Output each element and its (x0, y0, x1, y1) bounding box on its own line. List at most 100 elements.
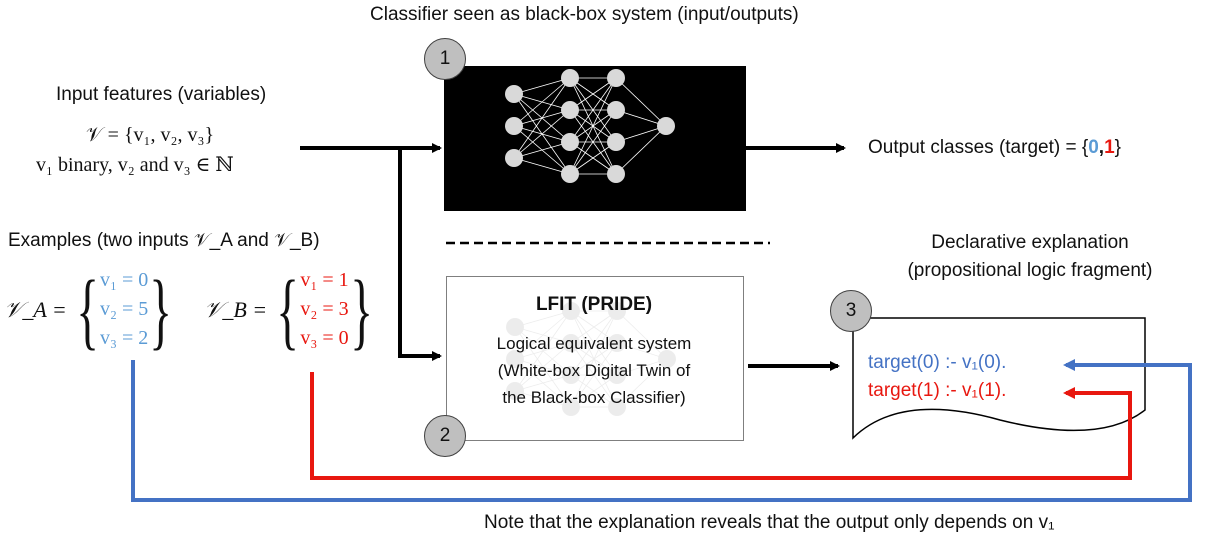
network-edge (615, 125, 667, 175)
example-a: 𝒱_A = { v₁ = 0 v₂ = 5 v₃ = 2 } (4, 266, 182, 353)
faded-network-node (506, 382, 524, 400)
network-edge (569, 77, 617, 111)
network-node (561, 165, 579, 183)
network-node (657, 117, 675, 135)
faded-network-edge (514, 326, 572, 408)
network-edge (513, 157, 571, 175)
faded-network-edge (616, 358, 668, 376)
faded-network-edge (514, 342, 572, 360)
network-edge (569, 109, 617, 175)
faded-network-node (562, 366, 580, 384)
faded-network-edge (514, 342, 572, 392)
network-node (505, 149, 523, 167)
example-b-rows: v₁ = 1 v₂ = 3 v₃ = 0 (300, 269, 349, 349)
blue-feedback-line (131, 359, 1192, 502)
faded-network-node (562, 334, 580, 352)
network-node (607, 133, 625, 151)
faded-network-edge (570, 342, 618, 376)
explanation-document (852, 317, 1146, 440)
input-heading: Input features (variables) (56, 84, 267, 105)
faded-network-edge (570, 310, 618, 408)
faded-network-edge (616, 310, 668, 360)
explanation-heading-1: Declarative explanation (931, 232, 1129, 253)
network-node (561, 101, 579, 119)
network-edge (513, 77, 571, 95)
rule-target-1: target(1) :- v₁(1). (868, 380, 1007, 401)
lfit-title: LFIT (PRIDE) (535, 294, 653, 315)
faded-network-edge (570, 374, 618, 408)
network-edge (513, 77, 571, 127)
network-edge (569, 77, 617, 143)
faded-network-node (658, 350, 676, 368)
faded-network-edge (570, 310, 618, 376)
faded-network-edge (570, 342, 618, 408)
red-feedback-line (310, 372, 1132, 480)
explanation-heading-2: (propositional logic fragment) (907, 260, 1153, 281)
left-brace-b: { (276, 261, 300, 358)
network-node (561, 69, 579, 87)
input-set: 𝒱 = {v₁, v₂, v₃} (86, 124, 215, 146)
faded-network-node (608, 398, 626, 416)
badge-2: 2 (424, 415, 466, 457)
faded-network-edge (514, 310, 572, 392)
faded-network-edge (616, 358, 668, 408)
lfit-line-2: (White-box Digital Twin of (497, 361, 691, 380)
faded-network-node (506, 350, 524, 368)
network-edge (513, 77, 571, 159)
right-brace-a: } (149, 261, 173, 358)
faded-network-edge (570, 310, 618, 376)
faded-network-edge (514, 326, 572, 376)
diagram-title: Classifier seen as black-box system (inp… (370, 4, 799, 25)
network-node (561, 133, 579, 151)
network-node (607, 165, 625, 183)
input-arrows (300, 143, 442, 361)
right-brace-b: } (349, 261, 373, 358)
examples-heading: Examples (two inputs 𝒱_A and 𝒱_B) (8, 230, 320, 251)
example-a-name: 𝒱_A = (4, 296, 67, 322)
faded-network-node (506, 318, 524, 336)
faded-network-edge (570, 342, 618, 408)
network-edge (513, 109, 571, 159)
badge-1: 1 (424, 38, 466, 80)
network-edge (569, 141, 617, 175)
class-1: 1 (1104, 137, 1115, 158)
network-node (607, 69, 625, 87)
black-box-classifier (444, 66, 746, 211)
faded-network-edge (570, 374, 618, 408)
badge-3: 3 (830, 290, 872, 332)
faded-network-node (608, 366, 626, 384)
network-node (505, 85, 523, 103)
lfit-box (446, 276, 744, 441)
faded-network-edge (514, 374, 572, 392)
network-edge (569, 77, 617, 175)
faded-network-icon (506, 302, 676, 416)
lfit-line-1: Logical equivalent system (496, 334, 692, 353)
faded-network-edge (514, 310, 572, 328)
rule-target-0: target(0) :- v₁(0). (868, 352, 1007, 373)
faded-network-edge (514, 358, 572, 408)
left-brace-a: { (76, 261, 99, 358)
faded-network-edge (514, 310, 572, 360)
faded-network-node (562, 398, 580, 416)
faded-network-edge (570, 310, 618, 344)
class-0: 0 (1088, 137, 1099, 158)
faded-network-edge (616, 342, 668, 360)
faded-network-node (608, 302, 626, 320)
example-b-name: 𝒱_B = (204, 296, 268, 322)
faded-network-edge (570, 310, 618, 408)
faded-network-edge (570, 310, 618, 344)
faded-network-edge (514, 390, 572, 408)
output-classes: Output classes (target) = {0,1} (868, 137, 1121, 158)
faded-network-edge (514, 326, 572, 344)
faded-network-node (562, 302, 580, 320)
network-edge (615, 77, 667, 127)
example-b: 𝒱_B = { v₁ = 1 v₂ = 3 v₃ = 0 } (204, 266, 382, 353)
network-node (607, 101, 625, 119)
footnote: Note that the explanation reveals that t… (484, 512, 1055, 533)
network-node (505, 117, 523, 135)
network-edge (513, 141, 571, 159)
faded-network-edge (514, 358, 572, 376)
faded-network-edge (570, 342, 618, 376)
neural-network-icon (505, 69, 675, 183)
